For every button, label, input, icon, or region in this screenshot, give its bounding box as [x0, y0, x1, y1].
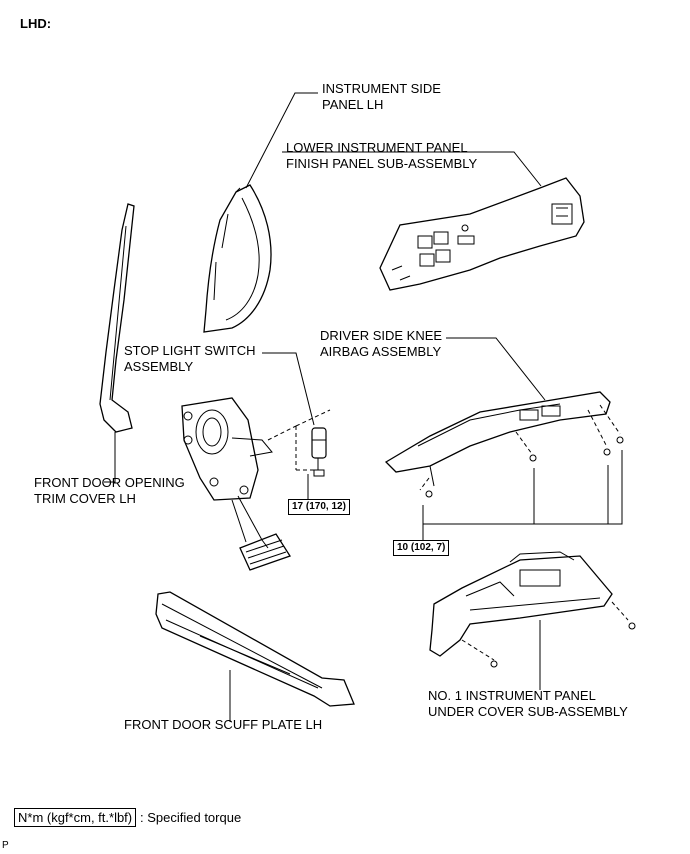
diagram-header: LHD: [20, 16, 52, 31]
label-lower-finish-panel-line2: FINISH PANEL SUB-ASSEMBLY [286, 156, 478, 171]
corner-mark: P [2, 840, 9, 851]
leader-knee-bolts-2 [534, 465, 609, 525]
leader-lower-finish-panel [282, 151, 542, 187]
under-cover-shape [429, 551, 636, 668]
torque-stop-light-switch: 17 (170, 12) [288, 499, 350, 515]
instrument-side-panel-shape [203, 184, 272, 333]
leader-knee-bolts [423, 468, 535, 525]
label-lower-finish-panel-line1: LOWER INSTRUMENT PANEL [286, 140, 468, 155]
label-knee-airbag-line1: DRIVER SIDE KNEE [320, 328, 443, 343]
knee-airbag-shape [384, 391, 624, 498]
leader-instrument-side-panel [245, 92, 318, 189]
leader-stop-light-switch [262, 352, 315, 426]
door-opening-trim-shape [99, 203, 135, 433]
brake-pedal-assembly-shape [181, 397, 291, 571]
scuff-plate-shape [155, 591, 355, 707]
label-stop-light-switch-line1: STOP LIGHT SWITCH [124, 343, 256, 358]
leader-knee-airbag [446, 337, 546, 401]
label-under-cover-line2: UNDER COVER SUB-ASSEMBLY [428, 704, 628, 719]
label-knee-airbag-line2: AIRBAG ASSEMBLY [320, 344, 442, 359]
leader-door-opening-trim [104, 432, 116, 483]
torque-knee-airbag: 10 (102, 7) [393, 540, 450, 556]
lower-finish-panel-shape [379, 177, 585, 291]
label-stop-light-switch-line2: ASSEMBLY [124, 359, 194, 374]
label-under-cover-line1: NO. 1 INSTRUMENT PANEL [428, 688, 596, 703]
label-door-opening-trim-line2: TRIM COVER LH [34, 491, 136, 506]
leader-lines [104, 92, 623, 722]
legend-torque-unit-box: N*m (kgf*cm, ft.*lbf) [14, 808, 137, 827]
label-scuff-plate: FRONT DOOR SCUFF PLATE LH [124, 717, 323, 732]
dashed-guides [267, 404, 629, 661]
label-instrument-side-panel-line1: INSTRUMENT SIDE [322, 81, 441, 96]
leader-knee-bolts-3 [608, 450, 623, 525]
label-instrument-side-panel-line2: PANEL LH [322, 97, 384, 112]
stop-light-switch-shape [311, 427, 327, 477]
legend-torque-text: : Specified torque [140, 810, 242, 825]
